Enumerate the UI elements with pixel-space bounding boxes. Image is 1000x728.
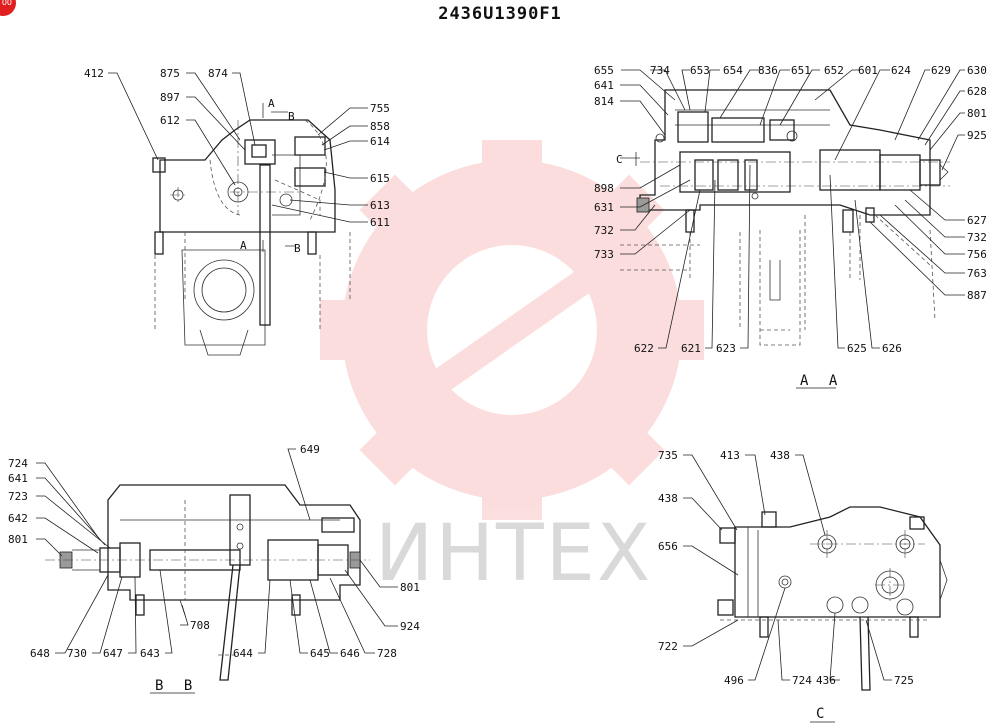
section-mark-b-bottom: B [294, 242, 301, 255]
part-label: 622 [634, 342, 654, 355]
part-label: 645 [310, 647, 330, 660]
part-label: 732 [594, 224, 614, 237]
watermark-gear-logo [320, 140, 704, 520]
leaders-section-bb [36, 448, 398, 654]
part-label: 728 [377, 647, 397, 660]
section-aa-label: A A [800, 373, 843, 389]
part-label: 601 [858, 64, 878, 77]
part-label: 730 [67, 647, 87, 660]
part-label: 734 [650, 64, 670, 77]
view-c [717, 506, 948, 691]
part-label: 625 [847, 342, 867, 355]
part-label: 621 [681, 342, 701, 355]
part-label: 624 [891, 64, 911, 77]
part-label: 897 [160, 91, 180, 104]
part-label: 732 [967, 231, 987, 244]
part-label: 723 [8, 490, 28, 503]
part-label: 641 [594, 79, 614, 92]
drawing-title: 2436U1390F1 [438, 4, 562, 24]
part-label: 924 [400, 620, 420, 633]
part-label: 858 [370, 120, 390, 133]
part-label: 654 [723, 64, 743, 77]
part-label: 614 [370, 135, 390, 148]
part-label: 724 [792, 674, 812, 687]
part-label: 887 [967, 289, 987, 302]
section-bb-label: B B [155, 678, 198, 694]
view-side-section [152, 103, 351, 356]
part-label: 629 [931, 64, 951, 77]
part-label: 653 [690, 64, 710, 77]
part-label: 733 [594, 248, 614, 261]
part-label: 641 [8, 472, 28, 485]
part-label: 413 [720, 449, 740, 462]
leaders-view-c [683, 454, 892, 681]
part-label: 615 [370, 172, 390, 185]
part-label: 724 [8, 457, 28, 470]
part-label: 627 [967, 214, 987, 227]
part-label: 652 [824, 64, 844, 77]
part-labels: 412 875 874 897 612 755 858 614 615 613 … [8, 64, 987, 687]
part-label: 642 [8, 512, 28, 525]
part-label: 735 [658, 449, 678, 462]
part-label: 801 [400, 581, 420, 594]
watermark-text: ИНТЕХ [375, 509, 652, 599]
part-label: 496 [724, 674, 744, 687]
part-label: 644 [233, 647, 253, 660]
part-label: 612 [160, 114, 180, 127]
part-label: 763 [967, 267, 987, 280]
part-label: 651 [791, 64, 811, 77]
part-label: 874 [208, 67, 228, 80]
part-label: 649 [300, 443, 320, 456]
section-mark-a-top: A [268, 97, 275, 110]
part-label: 708 [190, 619, 210, 632]
leaders-side-section [108, 72, 368, 223]
part-label: 623 [716, 342, 736, 355]
part-label: 643 [140, 647, 160, 660]
view-section-aa [620, 89, 950, 346]
section-mark-a-bottom: A [240, 239, 247, 252]
part-label: 613 [370, 199, 390, 212]
section-mark-b-top: B [288, 110, 295, 123]
part-label: 648 [30, 647, 50, 660]
part-label: 898 [594, 182, 614, 195]
part-label: 631 [594, 201, 614, 214]
part-label: 438 [658, 492, 678, 505]
part-label: 836 [758, 64, 778, 77]
corner-badge: 00 [0, 0, 16, 16]
part-label: 412 [84, 67, 104, 80]
part-label: 611 [370, 216, 390, 229]
part-label: 756 [967, 248, 987, 261]
part-label: 755 [370, 102, 390, 115]
part-label: 436 [816, 674, 836, 687]
part-label: 628 [967, 85, 987, 98]
part-label: 626 [882, 342, 902, 355]
part-label: 646 [340, 647, 360, 660]
part-label: 630 [967, 64, 987, 77]
part-label: 647 [103, 647, 123, 660]
part-label: 925 [967, 129, 987, 142]
part-label: 801 [967, 107, 987, 120]
part-label: 438 [770, 449, 790, 462]
section-mark-c: C [616, 153, 623, 166]
part-label: 875 [160, 67, 180, 80]
part-label: 655 [594, 64, 614, 77]
part-label: 801 [8, 533, 28, 546]
section-c-label: C [816, 706, 830, 722]
view-section-bb [45, 484, 370, 681]
part-label: 722 [658, 640, 678, 653]
part-label: 656 [658, 540, 678, 553]
part-label: 814 [594, 95, 614, 108]
part-label: 725 [894, 674, 914, 687]
leaders-section-aa [620, 69, 965, 349]
